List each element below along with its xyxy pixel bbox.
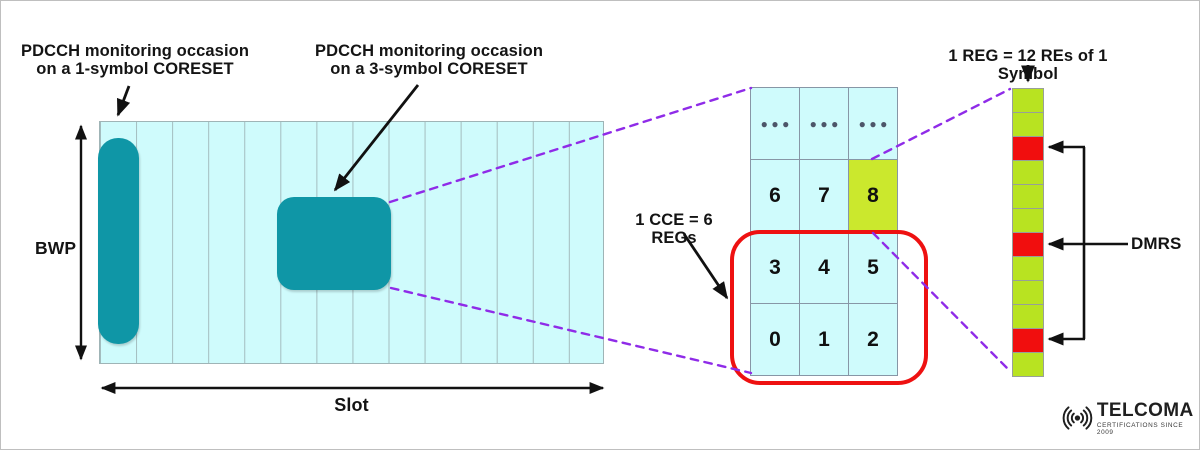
coreset1-label: PDCCH monitoring occasion on a 1-symbol … [20, 42, 249, 79]
coreset-3symbol-occasion [277, 197, 391, 290]
re-cell [1013, 161, 1043, 184]
logo-tagline: CERTIFICATIONS SINCE 2009 [1096, 421, 1184, 436]
re-cell [1013, 257, 1043, 280]
re-cell [1013, 113, 1043, 136]
dmrs-re-cell [1013, 137, 1043, 160]
coreset3-label: PDCCH monitoring occasion on a 3-symbol … [314, 42, 543, 79]
reg-cell-8-highlighted: 8 [849, 160, 897, 231]
re-cell [1013, 185, 1043, 208]
reg-cell-1: 1 [800, 304, 848, 375]
coreset-1symbol-occasion [98, 138, 139, 344]
antenna-icon [1062, 406, 1093, 430]
dots-cell: ●●● [751, 88, 799, 159]
reg-cell-4: 4 [800, 232, 848, 303]
dmrs-label: DMRS [1131, 234, 1182, 253]
reg-cell-6: 6 [751, 160, 799, 231]
re-cell [1013, 353, 1043, 376]
reg-cell-7: 7 [800, 160, 848, 231]
re-cell [1013, 89, 1043, 112]
re-cell [1013, 209, 1043, 232]
dmrs-re-cell [1013, 233, 1043, 256]
cce-outline-box [730, 230, 928, 385]
reg-cell-3: 3 [751, 232, 799, 303]
reg-strip [1012, 88, 1044, 377]
reg-label: 1 REG = 12 REs of 1 Symbol [948, 47, 1108, 84]
logo-name: TELCOMA [1096, 400, 1194, 421]
bwp-label: BWP [35, 238, 77, 258]
slot-label: Slot [334, 395, 369, 415]
telcoma-logo: TELCOMA CERTIFICATIONS SINCE 2009 [1061, 401, 1199, 436]
dmrs-re-cell [1013, 329, 1043, 352]
cce-label: 1 CCE = 6 REGs [635, 211, 713, 248]
re-cell [1013, 305, 1043, 328]
coreset1-arrow [116, 85, 131, 117]
dots-cell: ●●● [849, 88, 897, 159]
dots-cell: ●●● [800, 88, 848, 159]
re-cell [1013, 281, 1043, 304]
